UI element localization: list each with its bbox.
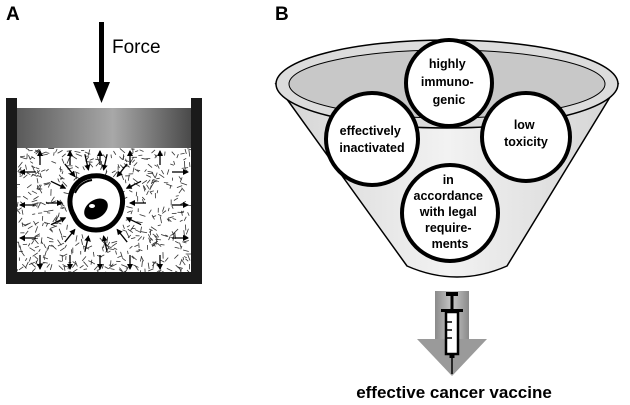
pressure-arrow (64, 228, 76, 243)
criterion-text: in accordance with legal require- ments (414, 173, 487, 251)
pressure-arrow (101, 235, 108, 252)
panel-b-label: B (275, 4, 289, 25)
force-label: Force (112, 37, 161, 58)
criterion-legal: in accordance with legal require- ments (400, 163, 500, 263)
pressure-container (6, 98, 202, 284)
pressure-arrow (125, 217, 142, 226)
pressure-arrow (84, 154, 91, 171)
pressure-arrow (101, 154, 108, 171)
criterion-text: low toxicity (504, 118, 548, 149)
pressure-arrow (116, 163, 128, 178)
cell-nucleus (84, 198, 108, 220)
pressure-arrow (50, 180, 67, 189)
pressure-arrow (50, 217, 67, 226)
pressure-arrow (125, 180, 142, 189)
criterion-text: highly immuno- genic (421, 57, 477, 107)
result-label: effective cancer vaccine (356, 383, 552, 402)
criterion-toxicity: low toxicity (480, 91, 572, 183)
panel-a-label: A (6, 4, 20, 25)
pressure-arrows (19, 150, 189, 270)
force-arrow (93, 22, 110, 103)
panel-b: B highly immuno- genic effectively inact… (274, 4, 620, 402)
pressure-arrow (84, 235, 91, 252)
panel-a: A Force (6, 4, 202, 284)
tumor-cell (67, 173, 126, 233)
piston (17, 108, 191, 148)
criterion-inactivated: effectively inactivated (324, 91, 420, 187)
syringe-icon (441, 292, 463, 374)
pressure-arrow (64, 163, 76, 178)
criterion-immunogenic: highly immuno- genic (404, 38, 494, 128)
pressure-arrow (116, 228, 128, 243)
criterion-text: effectively inactivated (339, 124, 404, 155)
